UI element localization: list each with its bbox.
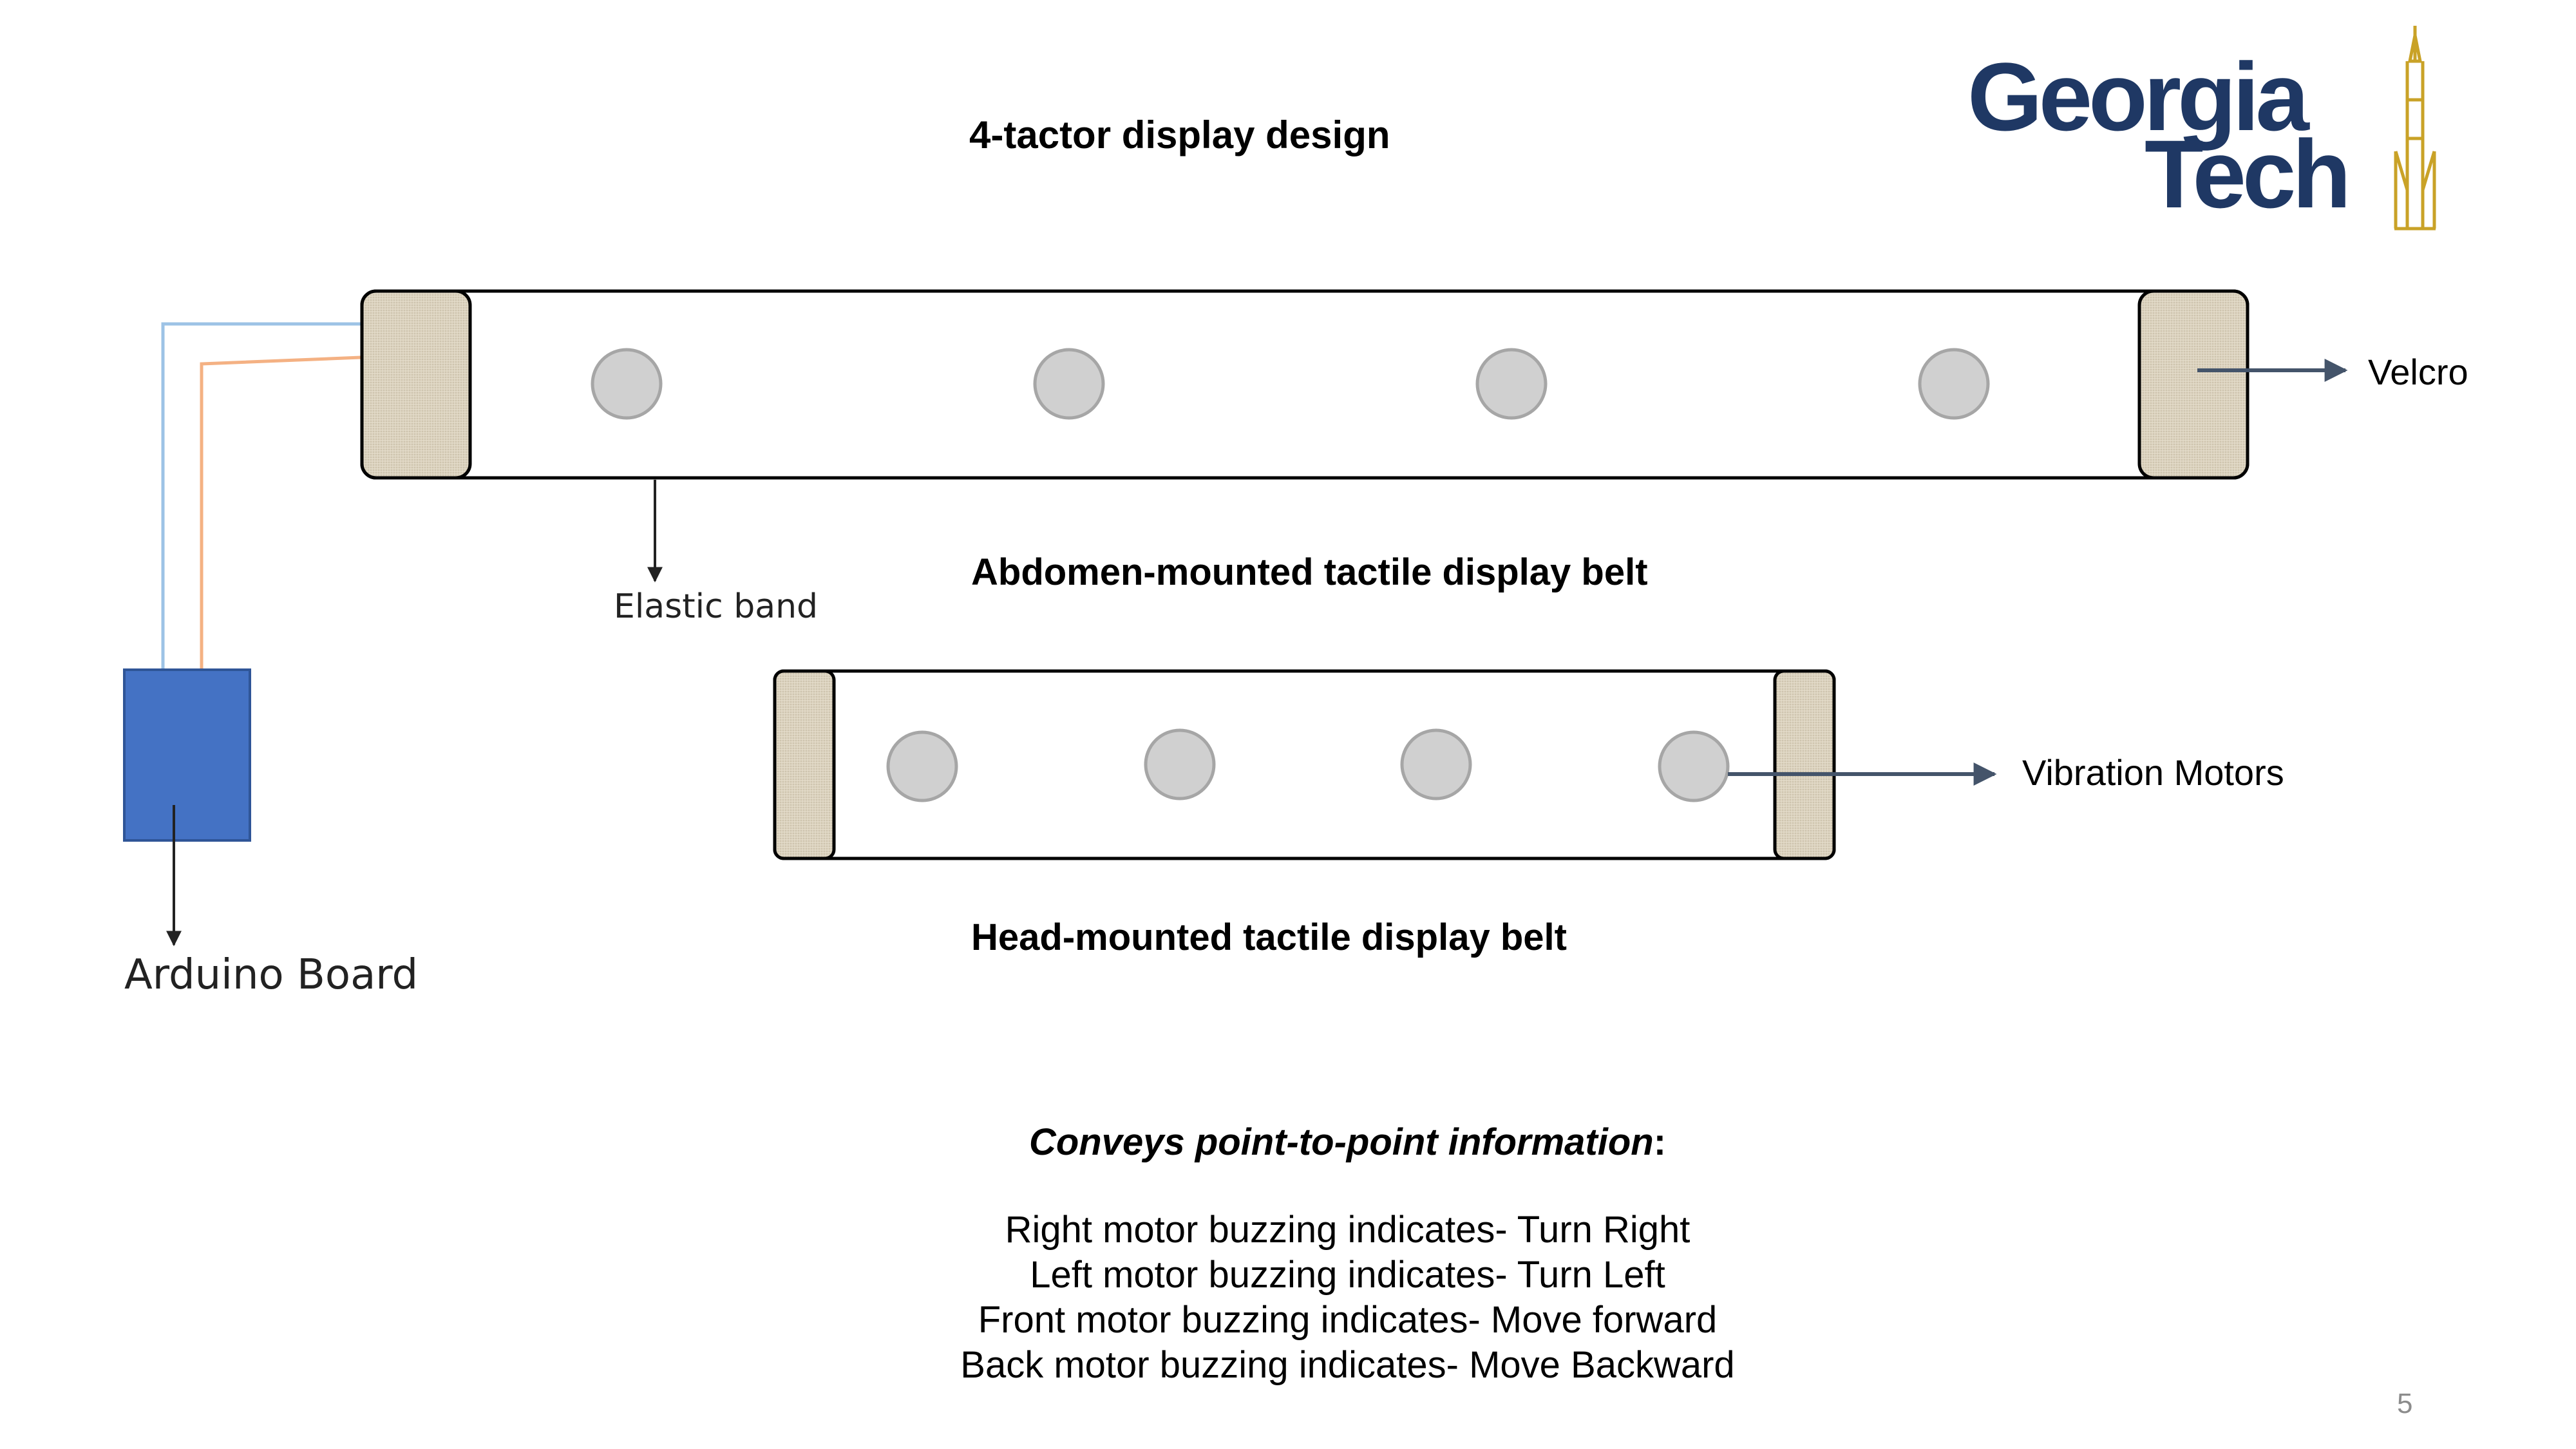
info-lines: Right motor buzzing indicates- Turn Righ… (644, 1208, 2051, 1388)
abdomen-motor-3 (1475, 348, 1548, 420)
abdomen-motor-4 (1918, 348, 1990, 420)
wire-blue (161, 322, 361, 670)
head-motor-2 (1144, 728, 1216, 800)
head-belt (773, 669, 1836, 860)
velcro-label: Velcro (2368, 352, 2468, 392)
head-motor-1 (886, 730, 958, 802)
logo-line-1: Georgia (1967, 43, 2309, 151)
head-belt-caption: Head-mounted tactile display belt (971, 916, 1567, 958)
abdomen-velcro-right (2137, 289, 2249, 480)
arduino-board-label: Arduino Board (124, 951, 419, 999)
info-heading-text: Conveys point-to-point information (1028, 1121, 1654, 1163)
georgia-tech-logo: Georgia Tech (1951, 23, 2447, 235)
abdomen-velcro-left (360, 289, 472, 480)
info-line: Right motor buzzing indicates- Turn Righ… (1005, 1209, 1690, 1251)
arduino-board (123, 668, 251, 842)
slide-title: 4-tactor display design (969, 113, 1390, 156)
info-line: Left motor buzzing indicates- Turn Left (1030, 1254, 1665, 1296)
info-line: Back motor buzzing indicates- Move Backw… (960, 1344, 1735, 1386)
head-velcro-left (773, 669, 836, 860)
abdomen-motor-1 (591, 348, 663, 420)
wire-orange (200, 355, 361, 670)
abdomen-motor-2 (1033, 348, 1105, 420)
abdomen-belt-caption: Abdomen-mounted tactile display belt (971, 551, 1648, 593)
logo-tower-icon (2394, 26, 2436, 231)
vibration-motors-label: Vibration Motors (2022, 752, 2284, 793)
head-motor-4 (1658, 730, 1730, 802)
head-motor-3 (1400, 728, 1472, 800)
info-line: Front motor buzzing indicates- Move forw… (978, 1299, 1718, 1341)
abdomen-belt (360, 289, 2249, 480)
logo-line-2: Tech (2145, 120, 2351, 228)
elastic-band-label: Elastic band (614, 587, 819, 626)
page-number: 5 (2397, 1388, 2413, 1419)
head-velcro-right (1773, 669, 1836, 860)
info-heading-colon: : (1653, 1121, 1667, 1163)
info-heading: Conveys point-to-point information: (0, 1121, 2576, 1164)
